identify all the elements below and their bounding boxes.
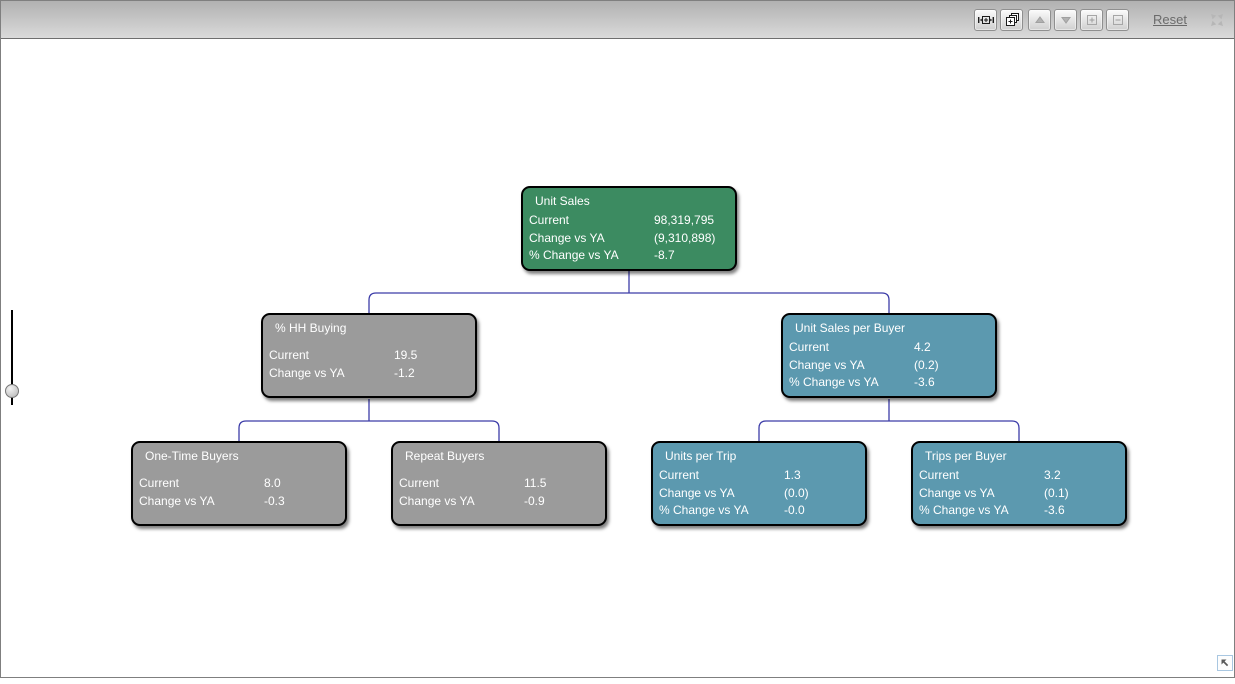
tree-node-pct-hh-buying[interactable]: % HH Buying Current 19.5 Change vs YA -1… (261, 313, 477, 398)
expand-node-button[interactable] (1080, 9, 1103, 31)
metric-value: -0.0 (784, 503, 805, 517)
tree-node-trips-per-buyer[interactable]: Trips per Buyer Current 3.2 Change vs YA… (911, 441, 1127, 526)
tree-node-units-per-trip[interactable]: Units per Trip Current 1.3 Change vs YA … (651, 441, 867, 526)
minus-box-icon (1110, 12, 1126, 28)
metric-label: % Change vs YA (529, 248, 619, 262)
metric-row: Current 19.5 (263, 348, 475, 366)
metric-row: % Change vs YA -3.6 (913, 503, 1125, 521)
metric-value: -0.9 (524, 494, 545, 508)
triangle-up-icon (1033, 13, 1047, 27)
tree-node-unit-sales-per-buyer[interactable]: Unit Sales per Buyer Current 4.2 Change … (781, 313, 997, 398)
metric-row: Change vs YA (0.2) (783, 358, 995, 376)
metric-label: Change vs YA (919, 486, 995, 500)
metric-label: Current (399, 476, 439, 490)
metric-row: Current 98,319,795 (523, 213, 735, 231)
metric-value: 4.2 (914, 340, 931, 354)
node-title: Units per Trip (653, 443, 865, 463)
fit-width-icon (977, 12, 995, 28)
metric-value: (0.2) (914, 358, 939, 372)
node-title: % HH Buying (263, 315, 475, 335)
metric-row: Current 1.3 (653, 468, 865, 486)
node-title: Trips per Buyer (913, 443, 1125, 463)
metric-value: (0.1) (1044, 486, 1069, 500)
metric-value: 11.5 (524, 476, 546, 490)
metric-value: 98,319,795 (654, 213, 714, 227)
node-title: Unit Sales per Buyer (783, 315, 995, 335)
toolbar: Reset (1, 1, 1234, 39)
metric-row: Change vs YA -0.9 (393, 494, 605, 512)
metric-label: Current (529, 213, 569, 227)
metric-label: Current (269, 348, 309, 362)
fit-width-button[interactable] (974, 9, 997, 31)
metric-row: Current 3.2 (913, 468, 1125, 486)
metric-label: Current (919, 468, 959, 482)
metric-value: -3.6 (1044, 503, 1065, 517)
corner-arrows-icon[interactable] (1208, 12, 1226, 28)
metric-value: (0.0) (784, 486, 809, 500)
metric-label: Change vs YA (659, 486, 735, 500)
metric-label: % Change vs YA (789, 375, 879, 389)
tree-canvas: Unit Sales Current 98,319,795 Change vs … (1, 39, 1234, 677)
metric-value: (9,310,898) (654, 231, 715, 245)
metric-label: Change vs YA (789, 358, 865, 372)
metric-row: Change vs YA (0.0) (653, 486, 865, 504)
metric-label: Current (789, 340, 829, 354)
metric-value: 19.5 (394, 348, 417, 362)
metric-row: Change vs YA -1.2 (263, 366, 475, 384)
metric-row: Change vs YA (0.1) (913, 486, 1125, 504)
metric-value: -8.7 (654, 248, 675, 262)
tree-node-repeat-buyers[interactable]: Repeat Buyers Current 11.5 Change vs YA … (391, 441, 607, 526)
metric-row: Change vs YA -0.3 (133, 494, 345, 512)
metric-value: -3.6 (914, 375, 935, 389)
expand-all-levels-button[interactable] (1000, 9, 1023, 31)
tree-node-one-time-buyers[interactable]: One-Time Buyers Current 8.0 Change vs YA… (131, 441, 347, 526)
reset-link[interactable]: Reset (1153, 12, 1187, 27)
metric-value: -0.3 (264, 494, 285, 508)
metric-label: % Change vs YA (659, 503, 749, 517)
metric-label: Change vs YA (139, 494, 215, 508)
metric-label: Change vs YA (269, 366, 345, 380)
metric-row: % Change vs YA -0.0 (653, 503, 865, 521)
metric-row: Current 4.2 (783, 340, 995, 358)
metric-label: Change vs YA (529, 231, 605, 245)
metric-value: 3.2 (1044, 468, 1061, 482)
connector-lines (1, 39, 1234, 677)
metric-row: Current 8.0 (133, 476, 345, 494)
metric-label: % Change vs YA (919, 503, 1009, 517)
metric-value: 1.3 (784, 468, 801, 482)
metric-value: 8.0 (264, 476, 281, 490)
arrow-up-left-icon (1220, 656, 1230, 671)
node-title: One-Time Buyers (133, 443, 345, 463)
metric-value: -1.2 (394, 366, 415, 380)
triangle-down-icon (1059, 13, 1073, 27)
zoom-slider-thumb[interactable] (5, 384, 19, 398)
metric-row: Change vs YA (9,310,898) (523, 231, 735, 249)
node-title: Unit Sales (523, 188, 735, 208)
stacked-windows-plus-icon (1004, 12, 1020, 28)
plus-box-icon (1084, 12, 1100, 28)
metric-row: Current 11.5 (393, 476, 605, 494)
scroll-origin-button[interactable] (1217, 655, 1233, 671)
node-title: Repeat Buyers (393, 443, 605, 463)
metric-label: Change vs YA (399, 494, 475, 508)
metric-label: Current (659, 468, 699, 482)
metric-row: % Change vs YA -3.6 (783, 375, 995, 393)
collapse-node-button[interactable] (1106, 9, 1129, 31)
metric-label: Current (139, 476, 179, 490)
tree-node-unit-sales[interactable]: Unit Sales Current 98,319,795 Change vs … (521, 186, 737, 271)
metric-row: % Change vs YA -8.7 (523, 248, 735, 266)
move-up-button[interactable] (1028, 9, 1051, 31)
move-down-button[interactable] (1054, 9, 1077, 31)
